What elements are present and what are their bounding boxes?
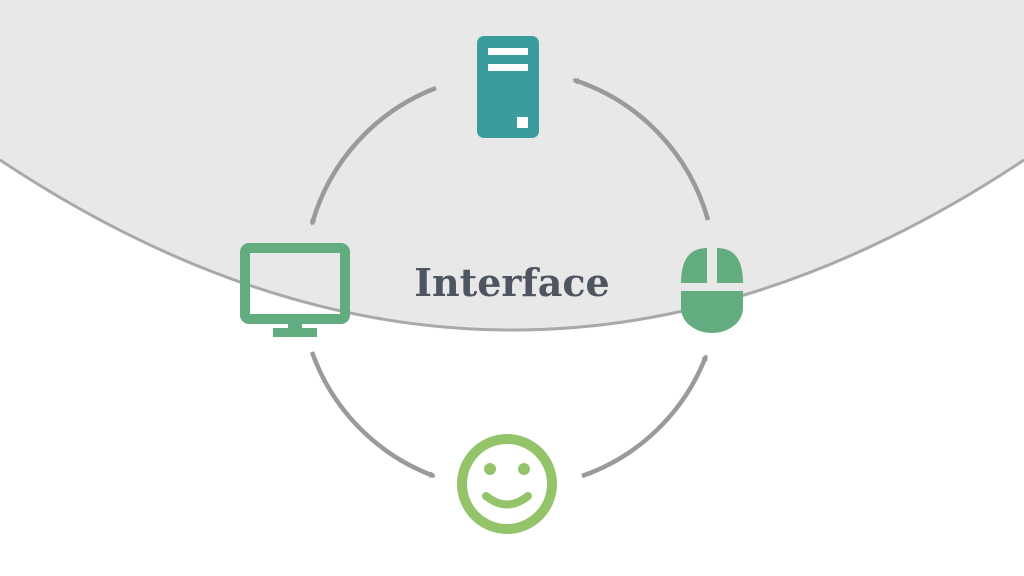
arrow-monitor-to-user	[309, 351, 436, 479]
server-icon	[477, 36, 539, 138]
smiley-face-icon	[457, 434, 557, 534]
arrow-mouse-to-server	[572, 77, 711, 221]
arrow-server-to-monitor	[309, 85, 437, 226]
mouse-icon	[681, 248, 743, 333]
interface-boundary-line	[0, 158, 1024, 332]
monitor-icon	[240, 243, 350, 337]
interface-label: Interface	[414, 260, 609, 305]
arrow-user-to-mouse	[581, 354, 709, 479]
